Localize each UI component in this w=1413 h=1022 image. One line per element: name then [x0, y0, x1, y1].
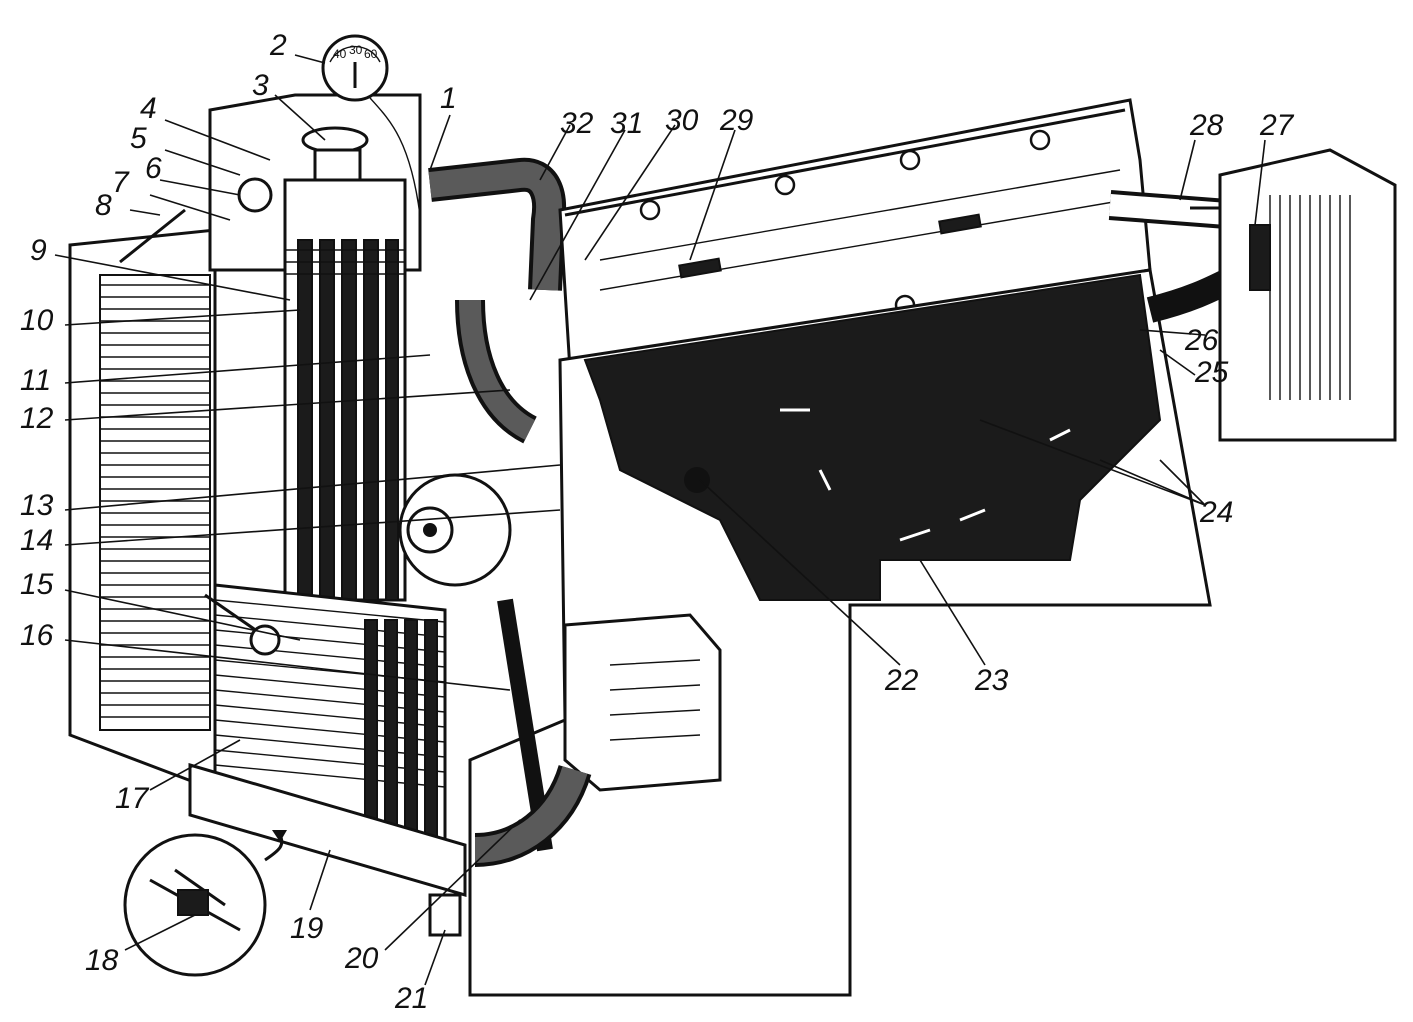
- callout-15: 15: [20, 568, 54, 601]
- callout-24: 24: [1199, 496, 1233, 529]
- water-jacket: [583, 273, 1162, 601]
- gauge-scale-60: 60: [364, 47, 378, 61]
- bypass-hose: [455, 299, 538, 444]
- callout-28: 28: [1189, 109, 1224, 142]
- inspection-window: [237, 177, 273, 213]
- callout-18: 18: [85, 944, 119, 977]
- callout-4: 4: [140, 92, 157, 125]
- drain-valve-detail: [123, 830, 287, 977]
- gauge-scale-40: 40: [333, 47, 347, 61]
- callout-29: 29: [719, 104, 754, 137]
- callout-26: 26: [1184, 324, 1219, 357]
- upper-hose: [428, 157, 566, 291]
- radiator-cap: [301, 126, 369, 154]
- callout-27: 27: [1259, 109, 1295, 142]
- callout-21: 21: [394, 982, 428, 1015]
- callout-6: 6: [145, 152, 162, 185]
- radiator-core-tubes: [283, 178, 407, 602]
- callout-11: 11: [20, 364, 51, 397]
- callout-9: 9: [30, 234, 47, 267]
- temperature-gauge: 40 30 60: [321, 34, 421, 216]
- callout-19: 19: [290, 912, 324, 945]
- rocker-cover-window-2: [938, 213, 982, 235]
- callout-10: 10: [20, 304, 54, 337]
- callout-5: 5: [130, 122, 147, 155]
- callout-20: 20: [344, 942, 379, 975]
- rocker-cover-window-1: [678, 257, 722, 279]
- callout-23: 23: [974, 664, 1009, 697]
- callout-2: 2: [269, 29, 287, 62]
- callout-8: 8: [95, 189, 112, 222]
- gauge-scale-30: 30: [349, 43, 363, 57]
- callout-22: 22: [884, 664, 919, 697]
- callout-3: 3: [252, 69, 269, 102]
- callout-31: 31: [610, 107, 643, 140]
- callout-25: 25: [1194, 356, 1229, 389]
- callout-17: 17: [115, 782, 150, 815]
- callout-32: 32: [560, 107, 594, 140]
- cylinder-block: [398, 268, 1212, 997]
- callout-14: 14: [20, 524, 53, 557]
- heater-radiator: [1218, 148, 1397, 442]
- leader-lines: [54, 54, 1266, 986]
- generator: [563, 613, 722, 792]
- radiator: [68, 93, 467, 937]
- callout-7: 7: [112, 166, 130, 199]
- callout-labels: 1 2 3 4 5 6 7 8 9 10 11 12 13 14 15 16 1…: [20, 29, 1295, 1015]
- callout-16: 16: [20, 619, 54, 652]
- water-pump: [398, 473, 512, 587]
- block-drain-plug: [684, 467, 710, 493]
- callout-1: 1: [440, 82, 457, 115]
- callout-12: 12: [20, 402, 54, 435]
- callout-13: 13: [20, 489, 54, 522]
- callout-30: 30: [665, 104, 699, 137]
